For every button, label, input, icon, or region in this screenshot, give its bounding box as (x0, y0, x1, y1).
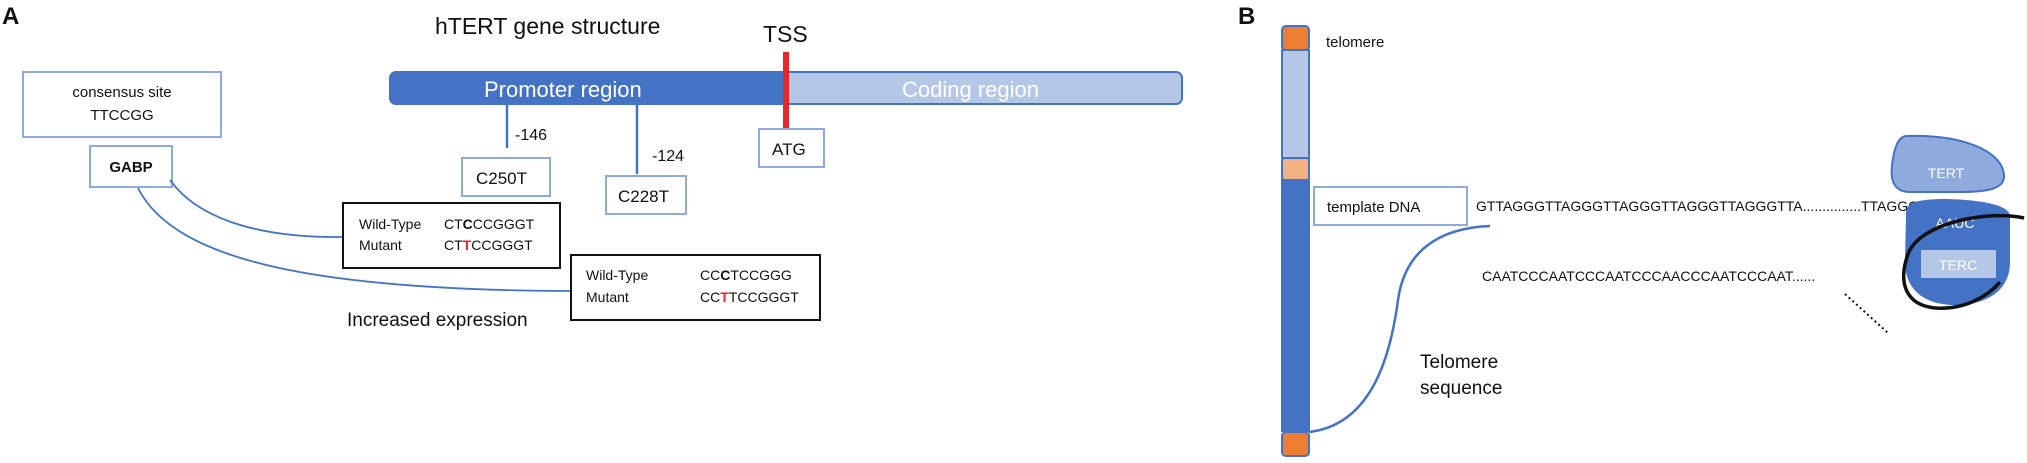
chromosome (1281, 25, 1310, 457)
telomere-top-strand: GTTAGGGTTAGGGTTAGGGTTAGGGTTAGGGTTA......… (1476, 198, 1955, 214)
atg-box (758, 128, 825, 168)
c250t-box (461, 157, 551, 197)
rna-loop-line (1902, 213, 2025, 310)
gabp-box (89, 145, 173, 188)
telomere-label: telomere (1326, 34, 1384, 51)
telomere-cap-bottom (1281, 431, 1310, 457)
centromere (1281, 157, 1310, 181)
pos-146-label: -146 (515, 127, 547, 144)
c228t-label: C228T (618, 187, 669, 206)
box1-mutant-sequence: CTTCCGGGT (444, 237, 533, 253)
mutation-box-c250t (342, 202, 561, 269)
box2-wildtype-label: Wild-Type (586, 267, 648, 283)
consensus-site-label: consensus site (72, 84, 171, 101)
telomere-sequence-label-1: Telomere (1420, 352, 1498, 373)
box2-mutant-sequence: CCTTCCGGGT (700, 289, 799, 305)
strand-continuation-dots (1844, 293, 1889, 334)
increased-expression-label: Increased expression (347, 310, 528, 331)
consensus-site-box (22, 71, 222, 138)
chromosome-arm-dark (1281, 179, 1310, 432)
c250t-label: C250T (476, 169, 527, 188)
mutation-box-c228t (570, 254, 821, 321)
telomere-sequence-label-2: sequence (1420, 378, 1502, 399)
box1-wildtype-sequence: CTCCCGGGT (444, 216, 535, 232)
pos-124-label: -124 (652, 148, 684, 165)
telomere-sequence-curve (1308, 224, 1491, 434)
coding-region-label: Coding region (902, 77, 1039, 102)
box2-mutant-label: Mutant (586, 289, 629, 305)
terc-label: TERC (1939, 257, 1977, 273)
tert-label: TERT (1928, 165, 1965, 181)
template-dna-label: template DNA (1327, 199, 1420, 216)
box1-wildtype-label: Wild-Type (359, 216, 421, 232)
panel-b-label: B (1238, 3, 1255, 30)
gabp-to-box2-connector (137, 187, 572, 292)
terc-label-box (1921, 250, 1996, 278)
promoter-region-bar (390, 72, 786, 104)
telomere-bottom-strand: CAATCCCAATCCCAATCCCAACCCAATCCCAAT...... (1482, 268, 1815, 284)
template-dna-box (1313, 186, 1468, 226)
c228t-box (605, 175, 687, 215)
tss-label: TSS (763, 21, 808, 47)
tert-protein-shape (1890, 134, 2006, 193)
consensus-site-sequence: TTCCGG (90, 107, 153, 124)
chromosome-arm-light (1281, 49, 1310, 159)
promoter-region-label: Promoter region (484, 77, 642, 102)
panel-a-label: A (2, 3, 19, 30)
atg-label: ATG (772, 140, 806, 159)
gabp-label: GABP (109, 159, 152, 176)
box1-mutant-label: Mutant (359, 237, 402, 253)
gabp-to-box1-connector (169, 179, 344, 238)
telomerase-complex: TERT AAUC TERC (1890, 134, 2025, 310)
telomere-cap-top (1281, 25, 1310, 51)
gene-structure-title: hTERT gene structure (435, 13, 660, 39)
box2-wildtype-sequence: CCCTCCGGG (700, 267, 792, 283)
